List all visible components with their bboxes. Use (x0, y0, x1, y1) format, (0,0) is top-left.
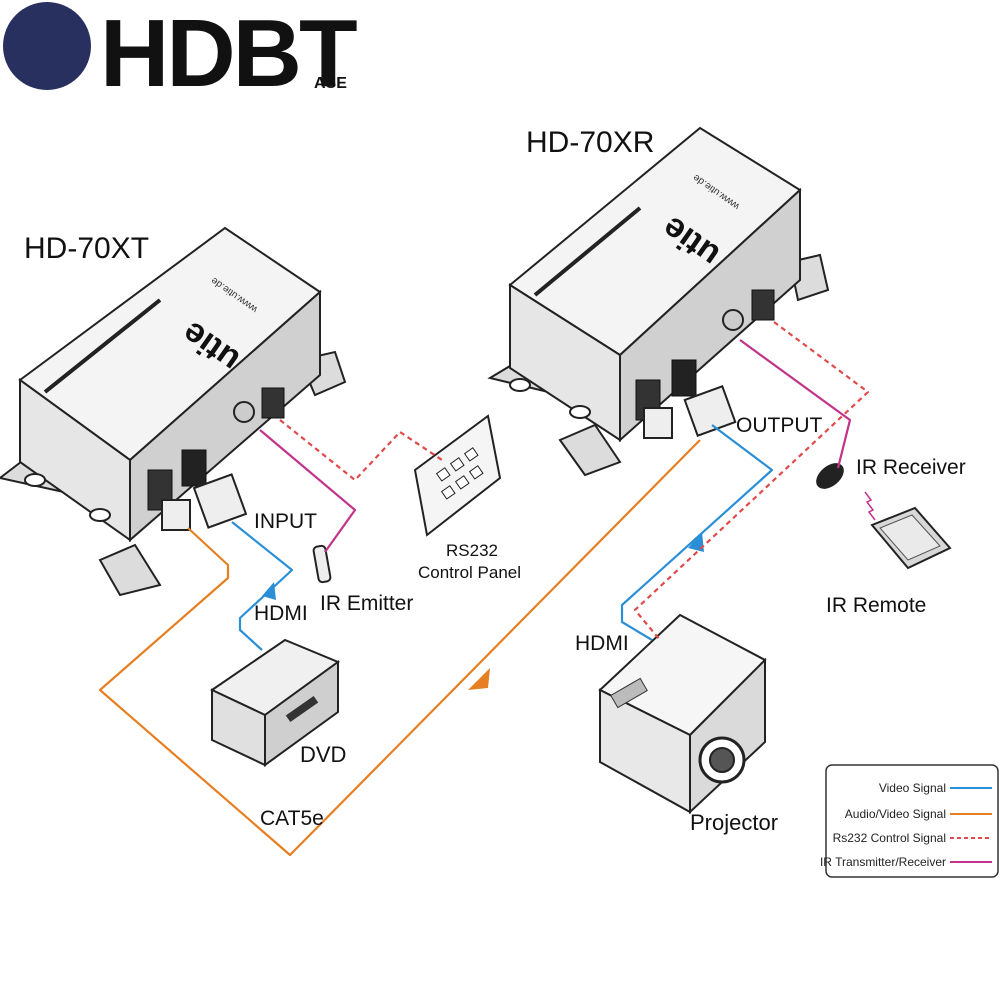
ir-remote: IR Remote (826, 506, 952, 617)
legend-item-video: Video Signal (879, 781, 946, 795)
panel-key-2 (449, 457, 465, 472)
hdmi-input-arrow (262, 582, 276, 600)
tx-rs232-terminal[interactable] (261, 387, 285, 419)
projector-lens-inner (709, 747, 735, 773)
projector-label: Projector (690, 810, 778, 835)
legend-item-ir: IR Transmitter/Receiver (820, 855, 946, 869)
output-label: OUTPUT (736, 414, 823, 437)
tx-groove (43, 298, 162, 394)
rs232-rx-cable (633, 321, 870, 641)
rx-hdmi-port[interactable] (671, 359, 697, 397)
legend-item-rs232: Rs232 Control Signal (833, 831, 946, 845)
hdmi-out-label: HDMI (575, 632, 629, 655)
tx-hdmi-port[interactable] (181, 449, 207, 487)
rx-ir-out-port[interactable] (722, 309, 744, 331)
hdmi-input-cable (231, 521, 294, 651)
tx-front-panel (129, 289, 321, 543)
legend: Video Signal Audio/Video Signal Rs232 Co… (820, 764, 999, 878)
panel-key-3 (463, 447, 479, 462)
cat5e-arrow (468, 668, 490, 690)
rx-mount-hole-1 (569, 405, 591, 419)
ir-receiver: IR Receiver (816, 456, 966, 521)
rs232-panel-label-line1: RS232 (446, 541, 498, 560)
ir-emitter-body (312, 544, 332, 584)
rs232-tx-cable (279, 419, 446, 482)
transmitter-device: utie www.utie.de HD-70XT (0, 226, 347, 597)
ir-emitter-cable (259, 429, 357, 553)
dvd-disc-tray (285, 695, 319, 723)
rx-rs232-terminal[interactable] (751, 289, 775, 321)
rx-groove (533, 206, 642, 297)
dvd-label: DVD (300, 742, 346, 767)
ir-emitter-label: IR Emitter (320, 592, 413, 615)
logo-text: HDBT (100, 0, 357, 107)
rx-mount-hole-2 (509, 378, 531, 392)
rx-label: HD-70XR (526, 126, 654, 159)
panel-key-4 (440, 485, 456, 500)
ir-signal-zigzag (864, 491, 876, 521)
legend-box (825, 764, 999, 878)
rs232-panel-plate (413, 414, 502, 537)
rx-front-panel (619, 187, 801, 443)
ir-emitter: IR Emitter (312, 544, 413, 615)
ir-receiver-label: IR Receiver (856, 456, 966, 479)
panel-key-6 (468, 465, 484, 480)
rs232-panel-label-line2: Control Panel (418, 563, 521, 582)
input-label: INPUT (254, 510, 317, 533)
panel-key-5 (454, 475, 470, 490)
ir-remote-keypad (879, 514, 941, 561)
cat5e-label: CAT5e (260, 807, 324, 830)
rx-rj45-plug[interactable] (643, 407, 673, 439)
projector-vent (610, 677, 648, 709)
tx-mount-hole-2 (24, 473, 46, 487)
ir-remote-label: IR Remote (826, 594, 926, 617)
logo-subscript: ASE (314, 75, 347, 92)
ir-receiver-body (816, 463, 844, 489)
rx-flange-front (558, 423, 622, 477)
cat5e-cable (98, 439, 701, 857)
tx-ir-in-port[interactable] (233, 401, 255, 423)
ir-receiver-cable (739, 339, 852, 469)
panel-key-1 (435, 467, 451, 482)
dvd-player: DVD (209, 638, 346, 767)
tx-mount-hole-1 (89, 508, 111, 522)
receiver-device: utie www.utie.de HD-70XR (487, 126, 830, 477)
hdbaset-logo: HDBT ASE (3, 0, 360, 107)
rs232-control-panel: RS232 Control Panel (413, 414, 521, 582)
tx-flange-front (98, 543, 162, 597)
hdmi-in-label: HDMI (254, 602, 308, 625)
projector: Projector (598, 613, 778, 835)
tx-label: HD-70XT (24, 232, 149, 265)
logo-circle (3, 2, 91, 90)
tx-rj45-plug[interactable] (161, 499, 191, 531)
legend-item-audio-video: Audio/Video Signal (845, 807, 946, 821)
hdmi-output-cable (620, 424, 774, 641)
hdmi-output-arrow (688, 532, 704, 552)
tx-hdmi-plug[interactable] (192, 473, 248, 529)
